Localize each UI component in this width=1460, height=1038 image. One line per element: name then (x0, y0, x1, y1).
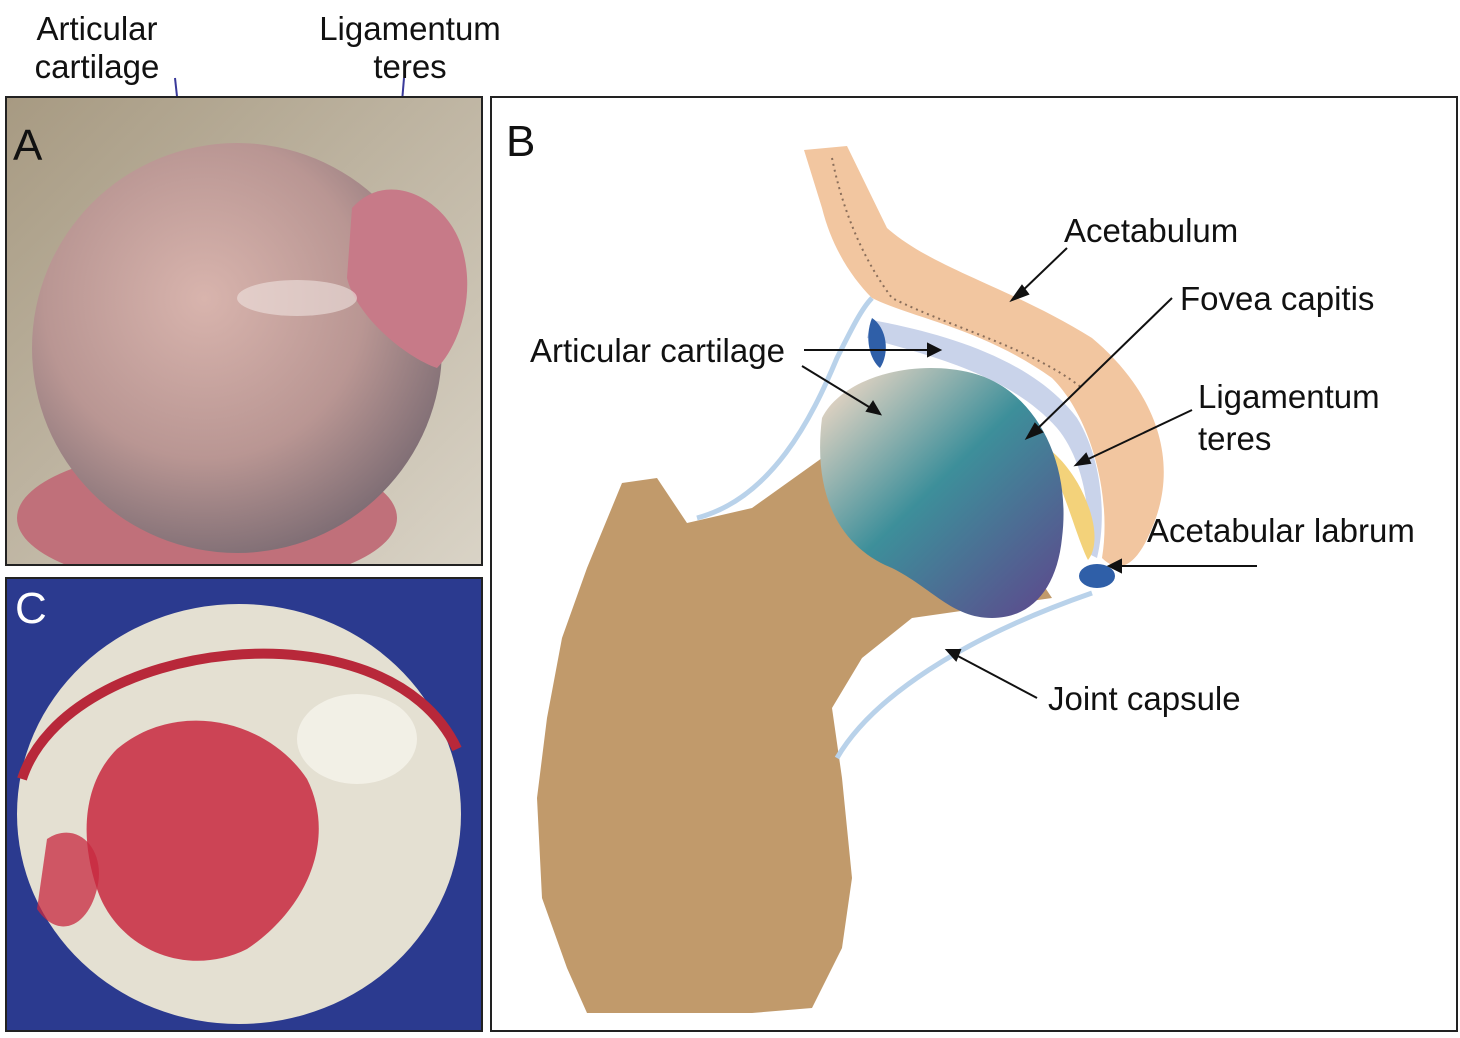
arrow-capsule (954, 654, 1037, 698)
label-articular-cartilage-b: Articular cartilage (530, 332, 785, 370)
panel-c-letter: C (15, 587, 47, 631)
panel-a: A (5, 96, 483, 566)
hip-joint-schematic (492, 98, 1456, 1030)
cartilage-remnant (297, 694, 417, 784)
highlight (237, 280, 357, 316)
panel-b-letter: B (506, 120, 535, 164)
label-joint-capsule: Joint capsule (1048, 680, 1241, 718)
label-ligamentum-teres-b: Ligamentum teres (1198, 378, 1380, 458)
label-acetabulum: Acetabulum (1064, 212, 1238, 250)
label-line-2: teres (1198, 420, 1380, 458)
acetabular-labrum (1079, 564, 1115, 588)
label-line-1: Ligamentum (1198, 378, 1380, 416)
panel-b: B Acetabulum Fovea capitis Articular car… (490, 96, 1458, 1032)
damaged-head-photo (7, 579, 481, 1030)
label-acetabular-labrum: Acetabular labrum (1147, 512, 1415, 550)
label-fovea-capitis: Fovea capitis (1180, 280, 1374, 318)
panel-c: C (5, 577, 483, 1032)
panel-a-letter: A (13, 124, 42, 168)
femoral-head-photo (7, 98, 481, 564)
